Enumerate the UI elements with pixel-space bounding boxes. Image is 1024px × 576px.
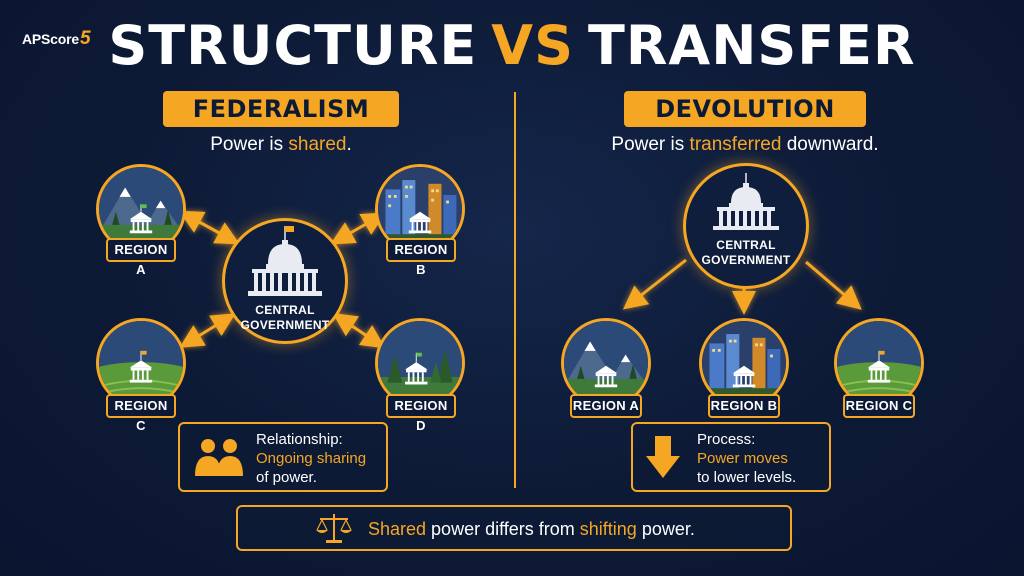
devolution-region-c-label: REGION C — [843, 394, 915, 418]
devolution-subtitle-pre: Power is — [611, 134, 690, 155]
devolution-header: DEVOLUTION — [624, 91, 866, 127]
federalism-info-line1: Relationship: — [256, 431, 343, 448]
devolution-central-government: CENTRAL GOVERNMENT — [683, 163, 809, 289]
central-label-line1: CENTRAL — [255, 303, 315, 317]
devolution-subtitle-post: downward. — [781, 134, 879, 155]
federalism-region-a-label: REGION A — [106, 238, 176, 277]
devolution-info-line2-pre: Power — [697, 450, 744, 467]
federalism-region-c-label: REGION C — [106, 394, 176, 433]
federalism-central-label: CENTRAL GOVERNMENT — [225, 303, 345, 333]
people-icon — [195, 439, 243, 476]
federalism-region-d-label: REGION D — [386, 394, 456, 433]
title-left: STRUCTURE — [108, 14, 478, 77]
federalism-subtitle-pre: Power is — [210, 134, 289, 155]
logo: APScore5 — [22, 28, 91, 50]
devolution-info-text: Process: Power moves to lower levels. — [697, 430, 827, 487]
summary-hl2: shifting — [579, 519, 637, 539]
devolution-region-a-label: REGION A — [570, 394, 642, 418]
capitol-icon — [248, 226, 322, 296]
devolution-subtitle: Power is transferred downward. — [584, 134, 906, 156]
devolution-subtitle-highlight: transferred — [689, 134, 782, 155]
devolution-central-label: CENTRAL GOVERNMENT — [686, 238, 806, 268]
federalism-subtitle-highlight: shared — [288, 134, 347, 155]
arrow-down-region-a — [622, 258, 687, 310]
summary-text: Shared power differs from shifting power… — [368, 519, 695, 540]
logo-number: 5 — [79, 28, 91, 49]
devolution-region-b-label: REGION B — [708, 394, 780, 418]
devolution-region-c-scene — [834, 318, 924, 408]
region-c-scene — [96, 318, 186, 408]
capitol-icon — [713, 173, 779, 230]
farmland-icon — [99, 321, 183, 405]
scales-icon — [316, 514, 352, 543]
federalism-info-line3: of power. — [256, 469, 317, 486]
central-label-line1: CENTRAL — [716, 238, 776, 252]
devolution-info-line3: to lower levels. — [697, 469, 797, 486]
farmland-icon — [837, 321, 921, 405]
federalism-subtitle-post: . — [346, 134, 352, 155]
federalism-info-text: Relationship: Ongoing sharing of power. — [256, 430, 384, 487]
devolution-region-b-scene — [699, 318, 789, 408]
region-d-scene — [375, 318, 465, 408]
devolution-info-line2-hl: moves — [743, 450, 788, 467]
title-vs: VS — [491, 14, 574, 77]
devolution-info-line1: Process: — [697, 431, 756, 448]
forest-icon — [378, 321, 462, 405]
center-divider — [514, 92, 516, 488]
federalism-region-b-label: REGION B — [386, 238, 456, 277]
arrow-down-region-c — [805, 260, 862, 310]
federalism-header: FEDERALISM — [163, 91, 399, 127]
summary-end: power. — [636, 519, 695, 539]
federalism-central-government: CENTRAL GOVERNMENT — [222, 218, 348, 344]
summary-hl1: Shared — [368, 519, 427, 539]
devolution-region-a-scene — [561, 318, 651, 408]
logo-text: APScore — [22, 31, 79, 47]
city-icon — [702, 321, 786, 405]
federalism-subtitle: Power is shared. — [163, 134, 399, 156]
summary-mid: power differs from — [426, 519, 580, 539]
down-arrow-icon — [646, 436, 680, 478]
mountain-icon — [564, 321, 648, 405]
title-right: TRANSFER — [587, 14, 916, 77]
summary-box — [236, 505, 792, 551]
federalism-info-line2: Ongoing sharing — [256, 450, 367, 467]
central-label-line2: GOVERNMENT — [240, 318, 330, 332]
central-label-line2: GOVERNMENT — [701, 253, 791, 267]
devolution-info-line2: Power moves — [697, 449, 827, 468]
